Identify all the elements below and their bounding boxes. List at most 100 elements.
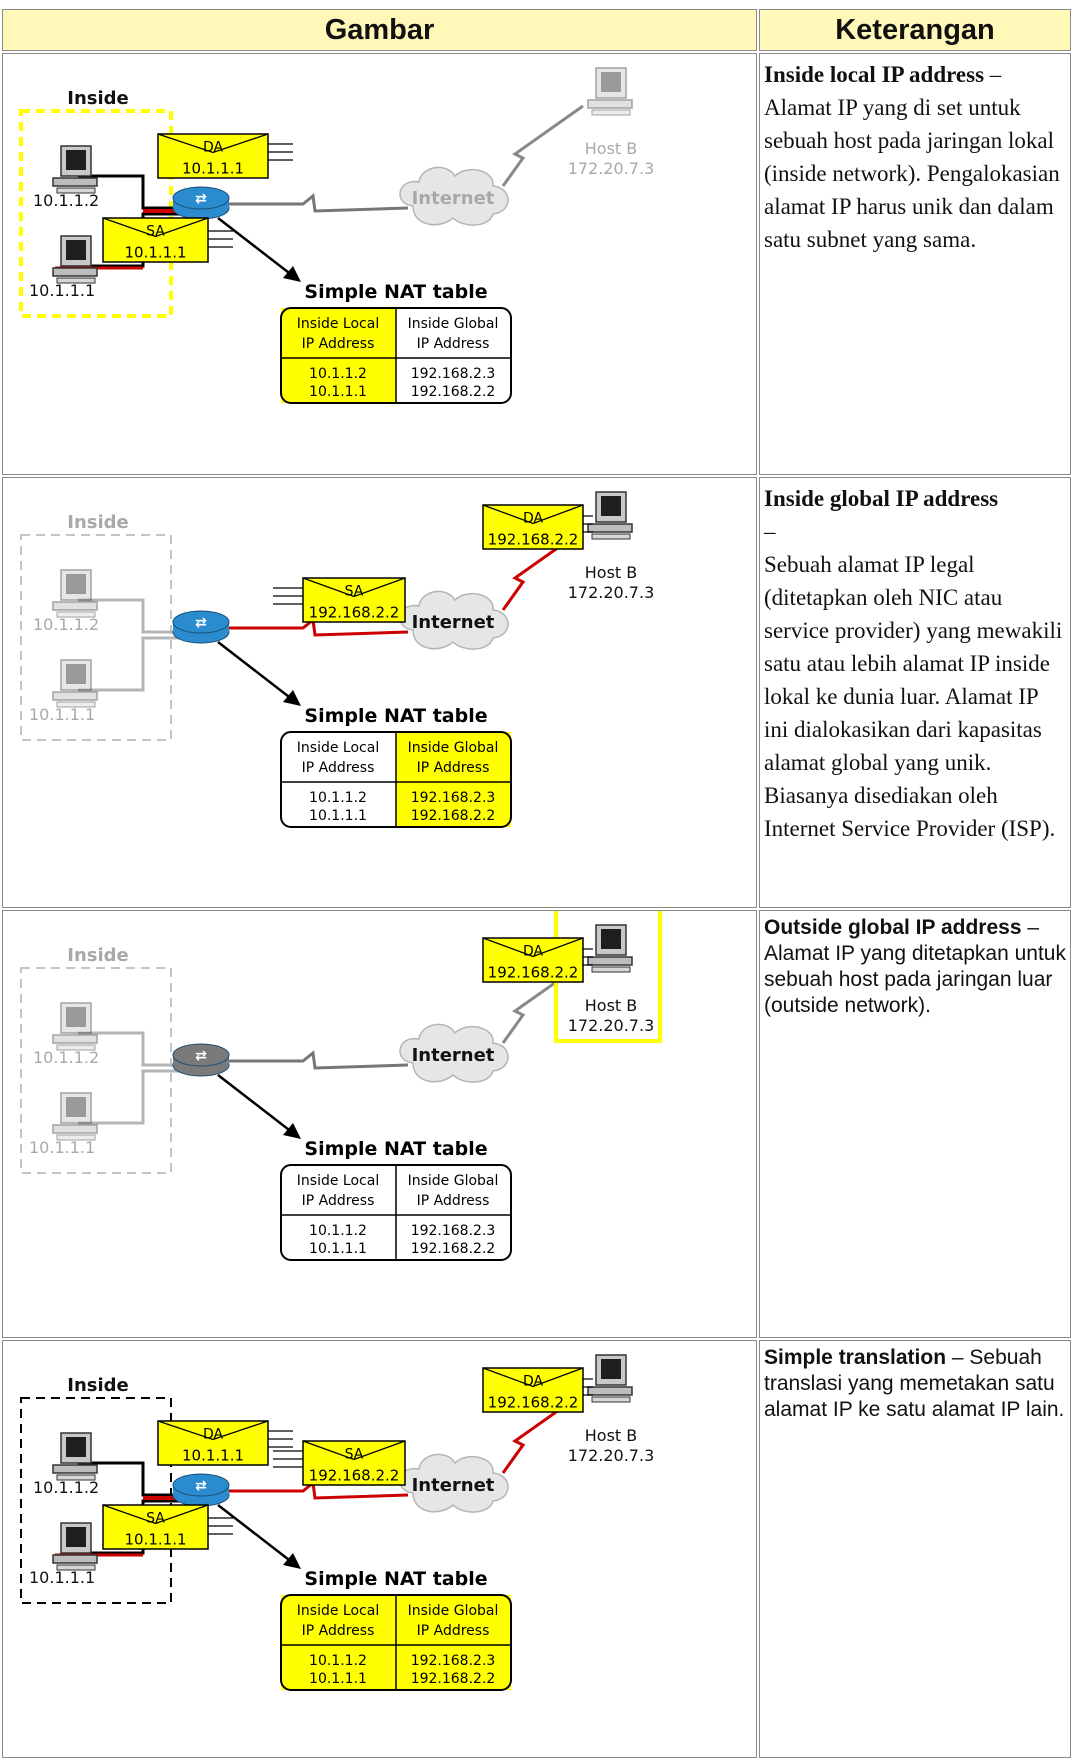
- pc-base: [587, 99, 633, 109]
- desc-inside-global: Inside global IP address– Sebuah alamat …: [759, 477, 1071, 908]
- inside-label: Inside: [67, 945, 129, 966]
- packet-sa-global: SA 192.168.2.2: [302, 1440, 406, 1486]
- nat-local-ip: 10.1.1.2: [309, 366, 367, 382]
- envelope-flap: [157, 1420, 269, 1441]
- pc-base: [52, 267, 98, 277]
- nat-header-local: IP Address: [302, 760, 375, 776]
- keyboard: [56, 701, 96, 708]
- nat-arrow-head: [283, 1123, 301, 1139]
- host-link: [501, 528, 584, 611]
- packet-da-global: DA 192.168.2.2: [482, 937, 584, 983]
- pc-base: [587, 523, 633, 533]
- monitor-screen: [66, 1437, 86, 1457]
- pc-link: [78, 636, 188, 692]
- envelope-ip: 10.1.1.1: [182, 160, 244, 178]
- pc-base: [52, 1554, 98, 1564]
- nat-header-local: IP Address: [302, 1623, 375, 1639]
- pc-link: [78, 1031, 188, 1067]
- envelope-ip: 10.1.1.1: [124, 244, 186, 262]
- pc-base: [52, 691, 98, 701]
- nat-local-ip: 10.1.1.1: [309, 1241, 367, 1257]
- inside-label: Inside: [67, 88, 129, 109]
- nat-header-global: IP Address: [417, 1623, 490, 1639]
- envelope-field: DA: [203, 140, 224, 156]
- term-body: Sebuah translasi yang memetakan satu ala…: [764, 1346, 1065, 1421]
- term-body: Sebuah alamat IP legal (ditetapkan oleh …: [764, 552, 1063, 841]
- host-ip: 172.20.7.3: [568, 1446, 655, 1465]
- desc-outside-global: Outside global IP address – Alamat IP ya…: [759, 910, 1071, 1338]
- envelope-field: DA: [203, 1427, 224, 1443]
- term-title: Inside local IP address: [764, 62, 985, 87]
- term-sep: –: [1021, 916, 1040, 939]
- host-ip: 172.20.7.3: [568, 159, 655, 178]
- pc-top: [52, 145, 98, 194]
- monitor-screen: [66, 150, 86, 170]
- cloud-label: Internet: [412, 1475, 495, 1496]
- pc-link: [78, 1461, 188, 1497]
- host-link: [501, 961, 584, 1044]
- pc-base: [52, 1034, 98, 1044]
- pc-top-ip: 10.1.1.2: [33, 191, 99, 210]
- host-ip: 172.20.7.3: [568, 583, 655, 602]
- keyboard: [591, 966, 631, 973]
- inside-network-box: [20, 1397, 172, 1604]
- host-b: [587, 491, 633, 540]
- envelope-ip: 192.168.2.2: [309, 1467, 400, 1485]
- keyboard: [56, 1474, 96, 1481]
- nat-local-ip: 10.1.1.1: [309, 808, 367, 824]
- pc-top-ip: 10.1.1.2: [33, 615, 99, 634]
- nat-header-local: Inside Local: [297, 1603, 379, 1619]
- nat-table-title: Simple NAT table: [304, 1138, 487, 1160]
- nat-col-local: [281, 1595, 396, 1690]
- nat-arrow: [217, 217, 294, 277]
- pc-base: [52, 177, 98, 187]
- nat-local-ip: 10.1.1.2: [309, 1223, 367, 1239]
- envelope-flap: [482, 504, 584, 525]
- nat-arrow-head: [283, 266, 301, 282]
- pc-base: [52, 1464, 98, 1474]
- monitor-case: [60, 1092, 92, 1124]
- monitor-case: [60, 569, 92, 601]
- nat-global-ip: 192.168.2.2: [411, 808, 496, 824]
- envelope-body: [482, 504, 584, 550]
- host-link: [501, 1391, 584, 1474]
- envelope-field: SA: [345, 1447, 364, 1463]
- packet-da: DA 10.1.1.1: [157, 133, 269, 179]
- envelope-ip: 192.168.2.2: [488, 964, 579, 982]
- host-b: [587, 924, 633, 973]
- nat-arrow-head: [283, 1553, 301, 1569]
- cloud-label: Internet: [412, 612, 495, 633]
- nat-col-global: [396, 732, 511, 827]
- envelope-flap: [482, 937, 584, 958]
- keyboard: [56, 611, 96, 618]
- router-arrows: ⇄: [195, 1048, 207, 1064]
- envelope-ip: 10.1.1.1: [182, 1447, 244, 1465]
- envelope-field: DA: [523, 944, 544, 960]
- nat-global-ip: 192.168.2.3: [411, 1223, 496, 1239]
- envelope-field: DA: [523, 1374, 544, 1390]
- desc-inside-local: Inside local IP address – Alamat IP yang…: [759, 53, 1071, 475]
- envelope-ip: 192.168.2.2: [488, 531, 579, 549]
- internet-cloud: Internet: [399, 1453, 509, 1513]
- nat-local-ip: 10.1.1.1: [309, 1671, 367, 1687]
- cloud-shape: [399, 1023, 509, 1083]
- router-arrows: ⇄: [195, 615, 207, 631]
- envelope-body: [102, 1504, 209, 1550]
- cloud-shape: [399, 1453, 509, 1513]
- nat-arrow: [217, 641, 294, 701]
- pc-top: [52, 1002, 98, 1051]
- wan-link: [228, 1050, 409, 1070]
- envelope-flap: [102, 1504, 209, 1525]
